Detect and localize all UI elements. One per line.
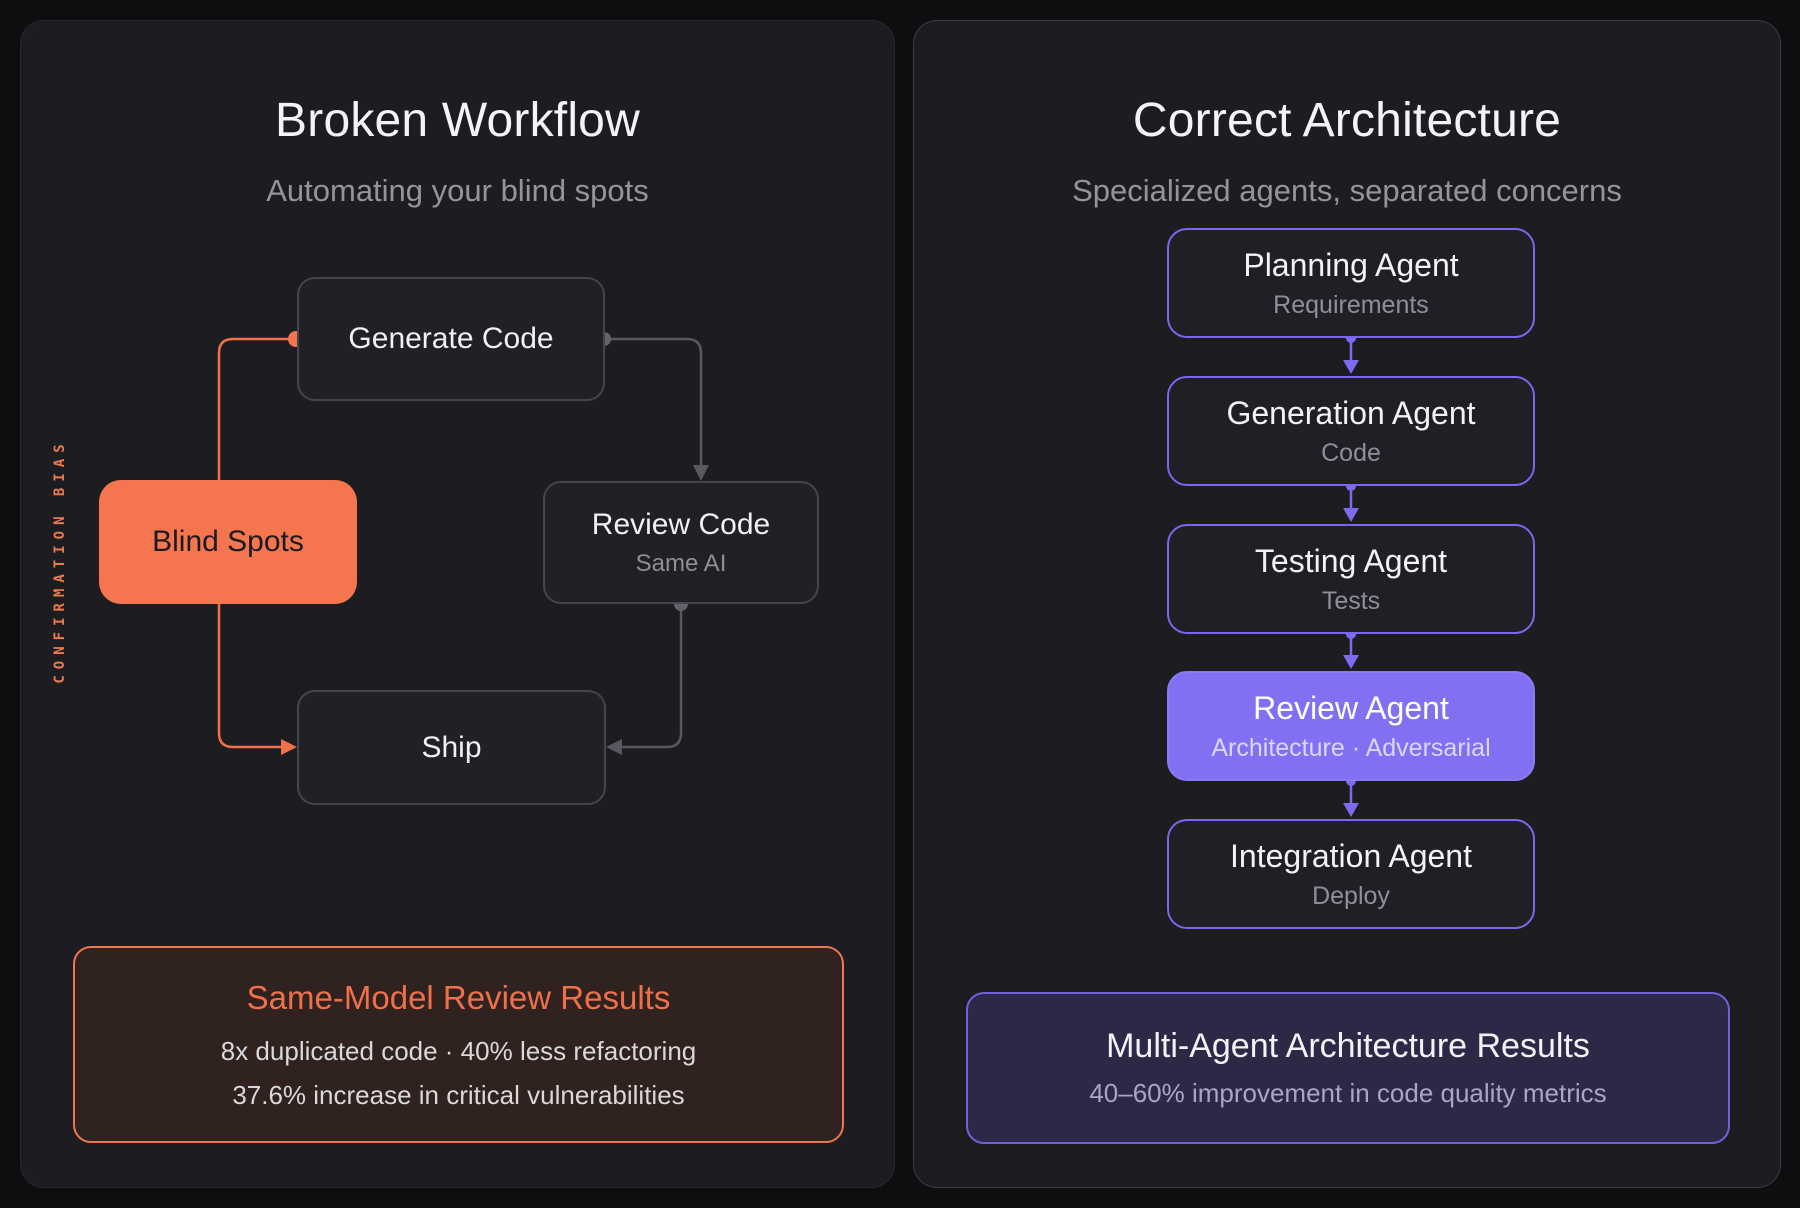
- multi-agent-results-line1: 40–60% improvement in code quality metri…: [1089, 1078, 1607, 1108]
- same-model-results-line2: 37.6% increase in critical vulnerabiliti…: [232, 1079, 685, 1110]
- agent-integration-sublabel: Deploy: [1312, 881, 1390, 910]
- connector-blind-to-ship: [217, 604, 281, 749]
- agent-generation-label: Generation Agent: [1226, 394, 1476, 431]
- agent-generation-sublabel: Code: [1321, 438, 1381, 467]
- correct-architecture-panel: Correct Architecture Specialized agents,…: [913, 20, 1781, 1188]
- right-panel-title: Correct Architecture: [1132, 94, 1562, 147]
- connector-review-to-ship: [621, 604, 683, 749]
- node-blind-spots-label: Blind Spots: [152, 525, 304, 558]
- node-review-code: Review Code Same AI: [543, 481, 819, 604]
- agent-testing-label: Testing Agent: [1254, 542, 1448, 579]
- node-blind-spots: Blind Spots: [99, 480, 357, 604]
- multi-agent-results-title: Multi-Agent Architecture Results: [1106, 1027, 1590, 1065]
- connector-generate-to-blind: [217, 337, 296, 480]
- node-review-code-sublabel: Same AI: [635, 549, 727, 577]
- agent-testing: Testing Agent Tests: [1167, 524, 1535, 634]
- same-model-results-line1: 8x duplicated code · 40% less refactorin…: [220, 1035, 697, 1066]
- agent-planning-label: Planning Agent: [1243, 246, 1459, 283]
- agent-review-sublabel: Architecture · Adversarial: [1211, 733, 1491, 762]
- left-panel-subtitle: Automating your blind spots: [266, 173, 649, 208]
- agent-planning-sublabel: Requirements: [1273, 290, 1429, 319]
- node-review-code-label: Review Code: [591, 507, 771, 541]
- same-model-results-title: Same-Model Review Results: [246, 978, 671, 1016]
- confirmation-bias-label: CONFIRMATION BIAS: [52, 438, 68, 684]
- node-ship: Ship: [297, 690, 606, 805]
- multi-agent-results-card: Multi-Agent Architecture Results 40–60% …: [966, 992, 1730, 1144]
- node-ship-label: Ship: [421, 730, 482, 764]
- arrowhead-ship-left: [281, 739, 297, 755]
- agent-integration-label: Integration Agent: [1230, 837, 1472, 874]
- agent-testing-sublabel: Tests: [1321, 586, 1381, 615]
- left-panel-title: Broken Workflow: [275, 94, 640, 147]
- connector-generate-to-review: [604, 337, 703, 467]
- broken-workflow-panel: Broken Workflow Automating your blind sp…: [20, 20, 895, 1188]
- arrowhead-ship-right: [606, 739, 622, 755]
- agent-review-label: Review Agent: [1253, 689, 1449, 726]
- node-generate-code-label: Generate Code: [348, 322, 554, 355]
- right-panel-subtitle: Specialized agents, separated concerns: [1072, 173, 1622, 208]
- agent-generation: Generation Agent Code: [1167, 376, 1535, 486]
- arrowhead-review: [693, 465, 709, 481]
- agent-planning: Planning Agent Requirements: [1167, 228, 1535, 338]
- agent-integration: Integration Agent Deploy: [1167, 819, 1535, 929]
- agent-review: Review Agent Architecture · Adversarial: [1167, 671, 1535, 781]
- node-generate-code: Generate Code: [297, 277, 605, 401]
- same-model-results-card: Same-Model Review Results 8x duplicated …: [73, 946, 844, 1143]
